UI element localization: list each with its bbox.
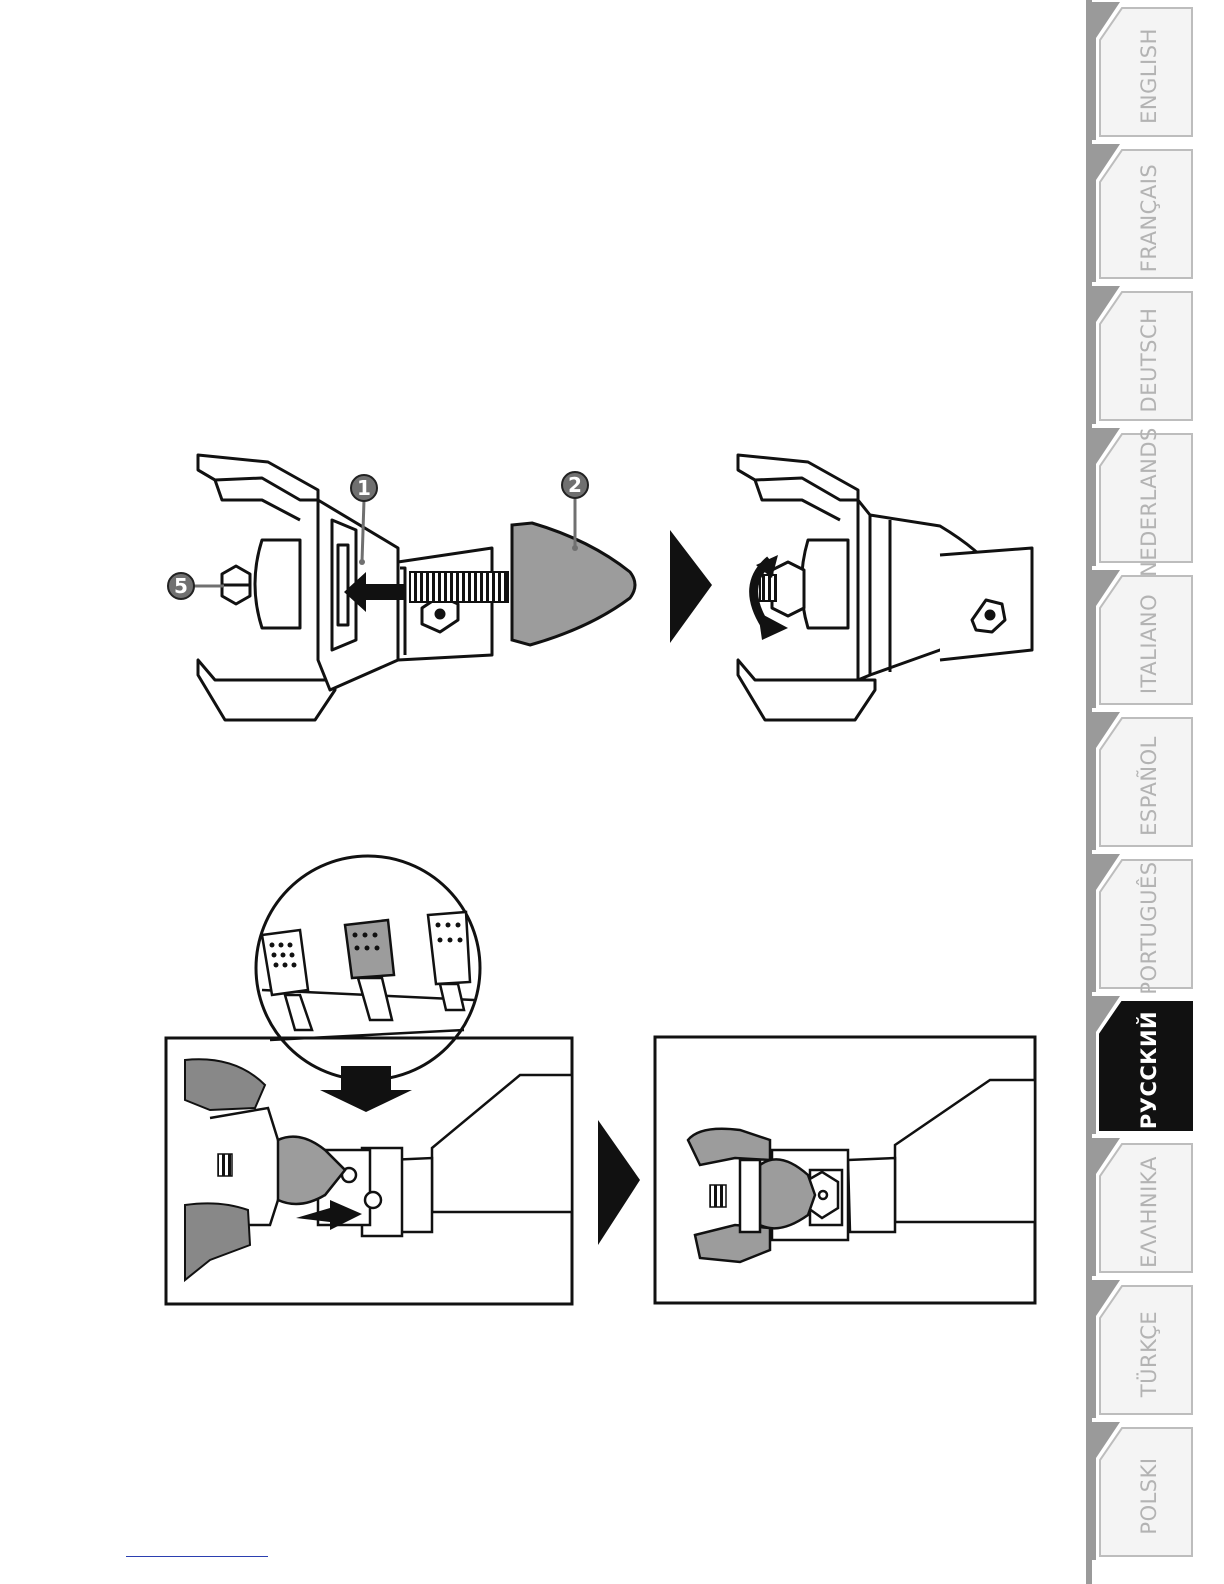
- language-tab-label: NEDERLANDS: [1137, 427, 1161, 577]
- language-tabs[interactable]: ENGLISH FRANÇAIS DEUTSCH NEDERLANDS ITALIANO…: [1092, 2, 1192, 1560]
- pedal-magnifier: [256, 856, 480, 1080]
- next-step-arrow-icon: [598, 1120, 640, 1245]
- language-tab-label: FRANÇAIS: [1137, 164, 1161, 272]
- figure-bracket-after: [738, 455, 1032, 720]
- language-tab-label: PORTUGUÊS: [1136, 861, 1161, 994]
- callout-5: 5: [168, 573, 224, 599]
- language-tab-label: DEUTSCH: [1137, 308, 1161, 413]
- language-tab-label: РУССКИЙ: [1136, 1011, 1161, 1129]
- footer-rule: [126, 1556, 268, 1557]
- language-tab-label: TÜRKÇE: [1136, 1311, 1161, 1398]
- callout-1-label: 1: [357, 476, 371, 500]
- callout-5-label: 5: [174, 574, 188, 598]
- language-tab-label: ESPAÑOL: [1135, 736, 1161, 836]
- next-step-arrow-icon: [670, 530, 712, 643]
- install-panel-left: [166, 1038, 572, 1304]
- language-tab-label: ITALIANO: [1137, 594, 1161, 694]
- callout-2-label: 2: [568, 473, 582, 497]
- language-tab-label: POLSKI: [1137, 1457, 1161, 1534]
- language-tab-label: ENGLISH: [1137, 28, 1161, 124]
- install-panel-right: [655, 1037, 1035, 1303]
- language-tab-label: ΕΛΛΗΝΙΚΑ: [1137, 1156, 1161, 1268]
